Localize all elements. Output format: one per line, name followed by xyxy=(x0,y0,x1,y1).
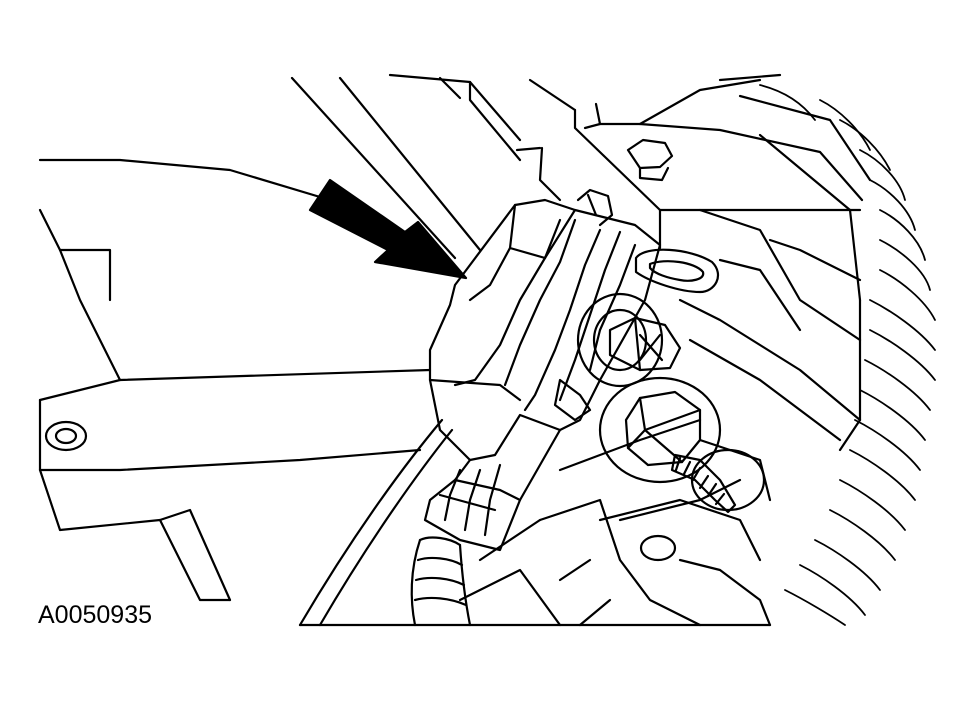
engine-housing xyxy=(290,73,872,452)
retainer-clip xyxy=(634,248,719,294)
fin-texture xyxy=(759,84,936,626)
connector-body xyxy=(423,188,662,552)
wire-harness xyxy=(298,418,472,627)
figure-id-label: A0050935 xyxy=(38,601,153,629)
left-bracket xyxy=(38,158,442,602)
arrow-icon xyxy=(308,178,468,280)
hex-bolt xyxy=(598,376,766,514)
lower-housing xyxy=(458,418,772,627)
push-pin xyxy=(576,292,682,388)
